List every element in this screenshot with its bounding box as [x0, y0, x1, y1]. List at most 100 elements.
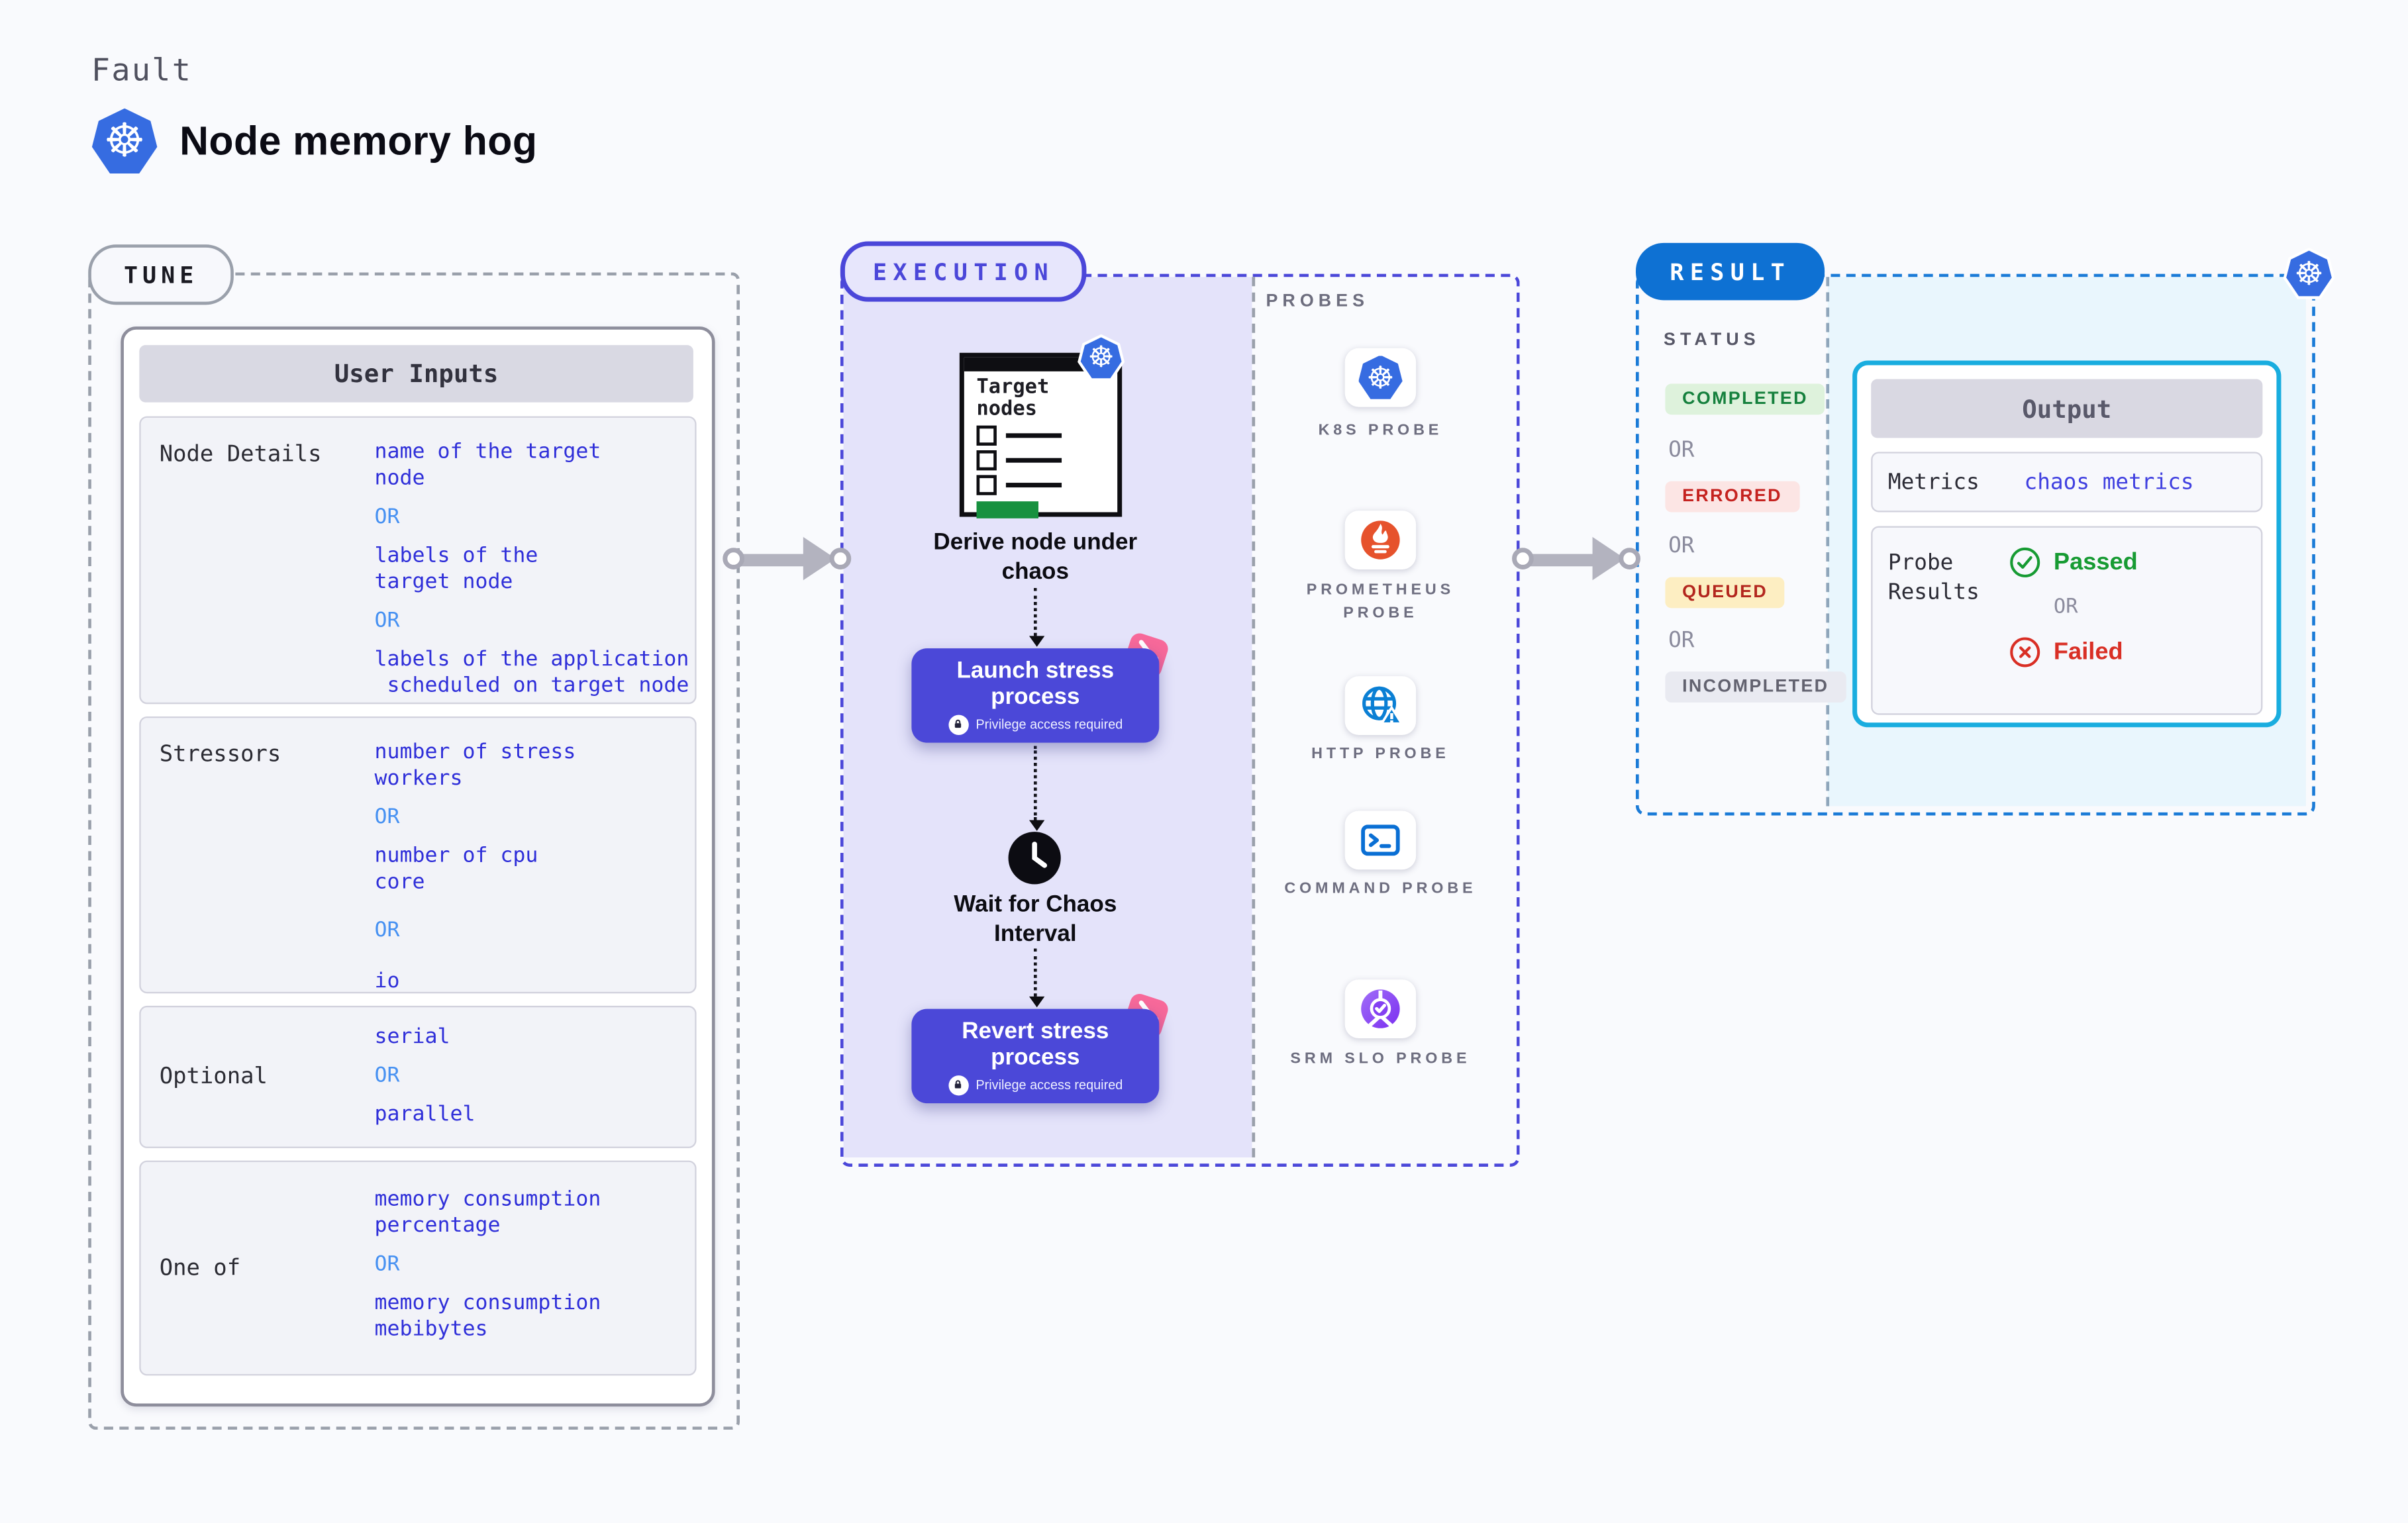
probe-label: HTTP PROBE [1311, 746, 1450, 763]
or-separator: OR [374, 608, 400, 633]
globe-alert-icon [1361, 685, 1403, 724]
privilege-note: Privilege access required [976, 716, 1123, 732]
metrics-row: Metrics chaos metrics [1871, 452, 2263, 513]
probe-results-row: Probe Results Passed OR Failed [1871, 526, 2263, 715]
passed-result: Passed [2009, 546, 2138, 579]
prometheus-probe-card [1344, 511, 1417, 569]
row-value: number of stress workers [374, 739, 576, 791]
row-value: number of cpu core [374, 843, 538, 895]
row-values: serial OR parallel [375, 1024, 703, 1128]
execution-to-result-arrow [1512, 536, 1642, 582]
or-separator: OR [374, 805, 400, 830]
row-label: One of [159, 1255, 241, 1281]
user-inputs-header: User Inputs [139, 345, 693, 403]
status-title: STATUS [1664, 331, 1760, 350]
step-title: Revert stress process [962, 1017, 1109, 1070]
user-inputs-card: User Inputs Node Details name of the tar… [121, 326, 715, 1407]
row-value: labels of the application scheduled on t… [374, 646, 689, 698]
status-badge-incompleted: INCOMPLETED [1665, 671, 1846, 703]
failed-label: Failed [2053, 638, 2123, 665]
or-separator: OR [374, 1252, 400, 1277]
or-separator: OR [1668, 534, 1695, 559]
failed-result: Failed [2009, 636, 2138, 668]
status-badge-completed: COMPLETED [1665, 383, 1825, 415]
row-label: Stressors [159, 742, 281, 768]
table-row-stressors: Stressors number of stress workers OR nu… [139, 716, 697, 994]
execution-section-box [840, 273, 1520, 1167]
probe-label: PROMETHEUS PROBE [1306, 581, 1455, 622]
http-probe-card [1344, 676, 1417, 735]
probe-label: SRM SLO PROBE [1290, 1050, 1471, 1068]
checkbox-icon [976, 450, 997, 471]
row-label: Optional [159, 1064, 268, 1090]
result-divider [1826, 277, 1830, 807]
tune-to-execution-arrow [723, 536, 852, 582]
target-nodes-window: Target nodes [959, 352, 1123, 518]
or-separator: OR [374, 917, 400, 943]
wait-chaos-caption: Wait for Chaos Interval [954, 891, 1117, 948]
node-list-item [976, 450, 1105, 471]
row-values: number of stress workers OR number of cp… [375, 740, 703, 995]
k8s-probe-card: ☸ [1344, 348, 1417, 407]
srm-slo-probe-card [1344, 979, 1417, 1038]
row-value: parallel [374, 1101, 476, 1127]
probe-label: COMMAND PROBE [1284, 880, 1477, 898]
or-separator: OR [2053, 595, 2078, 619]
arrow-down-icon [1028, 996, 1044, 1008]
lock-icon [948, 1074, 968, 1095]
prometheus-icon [1361, 520, 1400, 560]
arrow-down-icon [1028, 820, 1044, 831]
probe-label: K8S PROBE [1318, 422, 1443, 440]
clock-icon [1006, 830, 1063, 895]
row-value: memory consumption percentage [374, 1187, 601, 1238]
or-separator: OR [1668, 628, 1695, 654]
lock-icon [948, 714, 968, 734]
step-title: Launch stress process [956, 656, 1115, 710]
row-values: memory consumption percentage OR memory … [375, 1187, 703, 1343]
row-value: io [374, 968, 400, 994]
target-nodes-title: Target nodes [976, 375, 1050, 421]
privilege-note: Privilege access required [976, 1077, 1123, 1093]
kubernetes-icon: ☸ [1358, 355, 1403, 399]
derive-node-caption: Derive node under chaos [933, 529, 1138, 585]
row-values: name of the target node OR labels of the… [375, 440, 703, 700]
status-badge-queued: QUEUED [1665, 577, 1785, 609]
revert-stress-process-step: Revert stress process Privilege access r… [911, 1008, 1160, 1104]
check-circle-icon [2010, 547, 2040, 577]
node-list-item [976, 475, 1105, 495]
table-row-optional: Optional serial OR parallel [139, 1005, 697, 1148]
metrics-value: chaos metrics [2024, 469, 2194, 495]
result-section-box [1635, 273, 2315, 816]
kubernetes-icon: ☸ [2283, 247, 2335, 299]
command-probe-card [1344, 811, 1417, 870]
probe-results-label: Probe Results [1887, 550, 1980, 605]
row-value: name of the target node [374, 439, 601, 491]
passed-label: Passed [2053, 548, 2138, 575]
output-card: Output Metrics chaos metrics Probe Resul… [1852, 360, 2282, 728]
status-badge-errored: ERRORED [1665, 481, 1799, 513]
or-separator: OR [374, 504, 400, 530]
terminal-icon [1361, 824, 1400, 856]
kubernetes-icon: ☸ [1078, 334, 1125, 381]
table-row-one-of: One of memory consumption percentage OR … [139, 1160, 697, 1376]
metrics-label: Metrics [1887, 469, 1980, 495]
row-label: Node Details [159, 442, 322, 467]
row-value: memory consumption mebibytes [374, 1290, 601, 1342]
execution-badge: EXECUTION [840, 241, 1087, 302]
tune-badge: TUNE [88, 244, 234, 305]
or-separator: OR [1668, 438, 1695, 463]
flow-connector [1033, 587, 1037, 636]
result-badge: RESULT [1635, 242, 1825, 301]
slo-pie-check-icon [1361, 989, 1400, 1028]
progress-bar [976, 501, 1038, 518]
checkbox-icon [976, 475, 997, 495]
flow-connector [1033, 948, 1037, 997]
output-header: Output [1871, 379, 2263, 438]
table-row-node-details: Node Details name of the target node OR … [139, 416, 697, 705]
launch-stress-process-step: Launch stress process Privilege access r… [911, 648, 1160, 743]
fault-eyebrow: Fault [91, 51, 193, 89]
kubernetes-icon: ☸ [91, 108, 158, 174]
or-separator: OR [374, 1063, 400, 1088]
probes-divider [1252, 277, 1256, 1157]
